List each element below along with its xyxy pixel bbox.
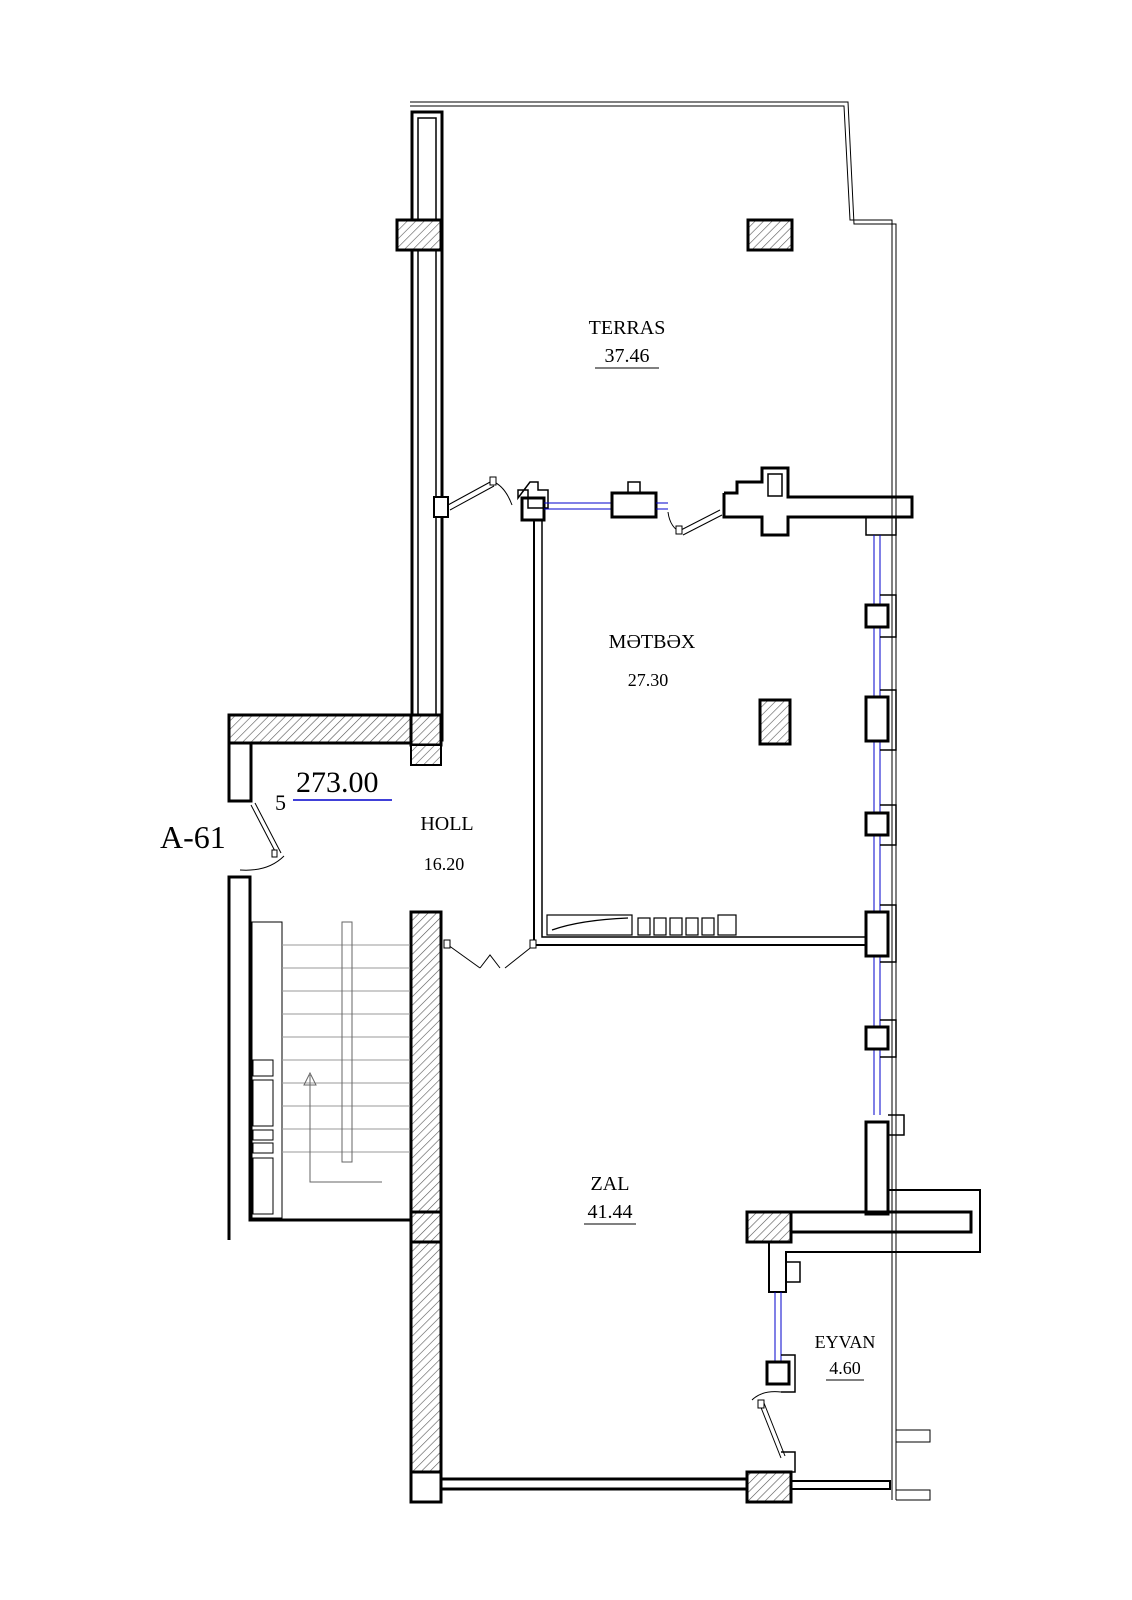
floor-number: 5: [275, 790, 286, 815]
terrace-outline: [410, 101, 897, 1500]
zal-west-wall: [409, 1240, 443, 1489]
landing-wall: [227, 713, 413, 745]
west-wall: [410, 110, 444, 742]
room-area-holl: 16.20: [424, 854, 465, 874]
room-area-eyvan: 4.60: [829, 1358, 861, 1378]
zal-south-wall: [439, 1477, 891, 1491]
apartment-code: A-61: [160, 819, 226, 855]
landing-wall: [227, 741, 253, 803]
room-name-zal: ZAL: [591, 1173, 630, 1195]
room-area-zal: 41.44: [588, 1201, 633, 1223]
column: [409, 713, 443, 747]
column: [745, 1470, 793, 1504]
column: [410, 744, 442, 766]
terrace-kitchen-wall: [517, 466, 914, 537]
column: [395, 218, 443, 252]
room-name-holl: HOLL: [420, 813, 473, 835]
room-area-terras: 37.46: [605, 345, 650, 367]
room-area-metbex: 27.30: [628, 670, 669, 690]
kitchen-door: [443, 939, 537, 969]
kitchen-walls: [533, 520, 870, 946]
column: [409, 1210, 443, 1244]
entrance-door: [239, 802, 285, 871]
kitchen-counter: [546, 914, 737, 936]
terrace-door: [447, 476, 513, 511]
column: [746, 218, 794, 252]
balcony-door: [751, 1391, 786, 1459]
terrace-door: [667, 509, 723, 536]
balcony-piers: [765, 1354, 796, 1473]
stair-enclosure: [227, 875, 411, 1240]
total-area: 273.00: [296, 766, 379, 799]
room-name-eyvan: EYVAN: [815, 1332, 876, 1352]
stair-wall: [409, 910, 443, 1224]
stairs: [251, 921, 410, 1219]
column: [409, 1470, 443, 1504]
balcony-walls: [745, 1189, 981, 1501]
room-name-metbex: MƏTBƏX: [609, 631, 696, 653]
balcony-window: [774, 1292, 782, 1362]
east-piers: [864, 594, 905, 1216]
column: [758, 698, 792, 746]
room-name-terras: TERRAS: [589, 317, 666, 339]
column: [433, 496, 449, 518]
